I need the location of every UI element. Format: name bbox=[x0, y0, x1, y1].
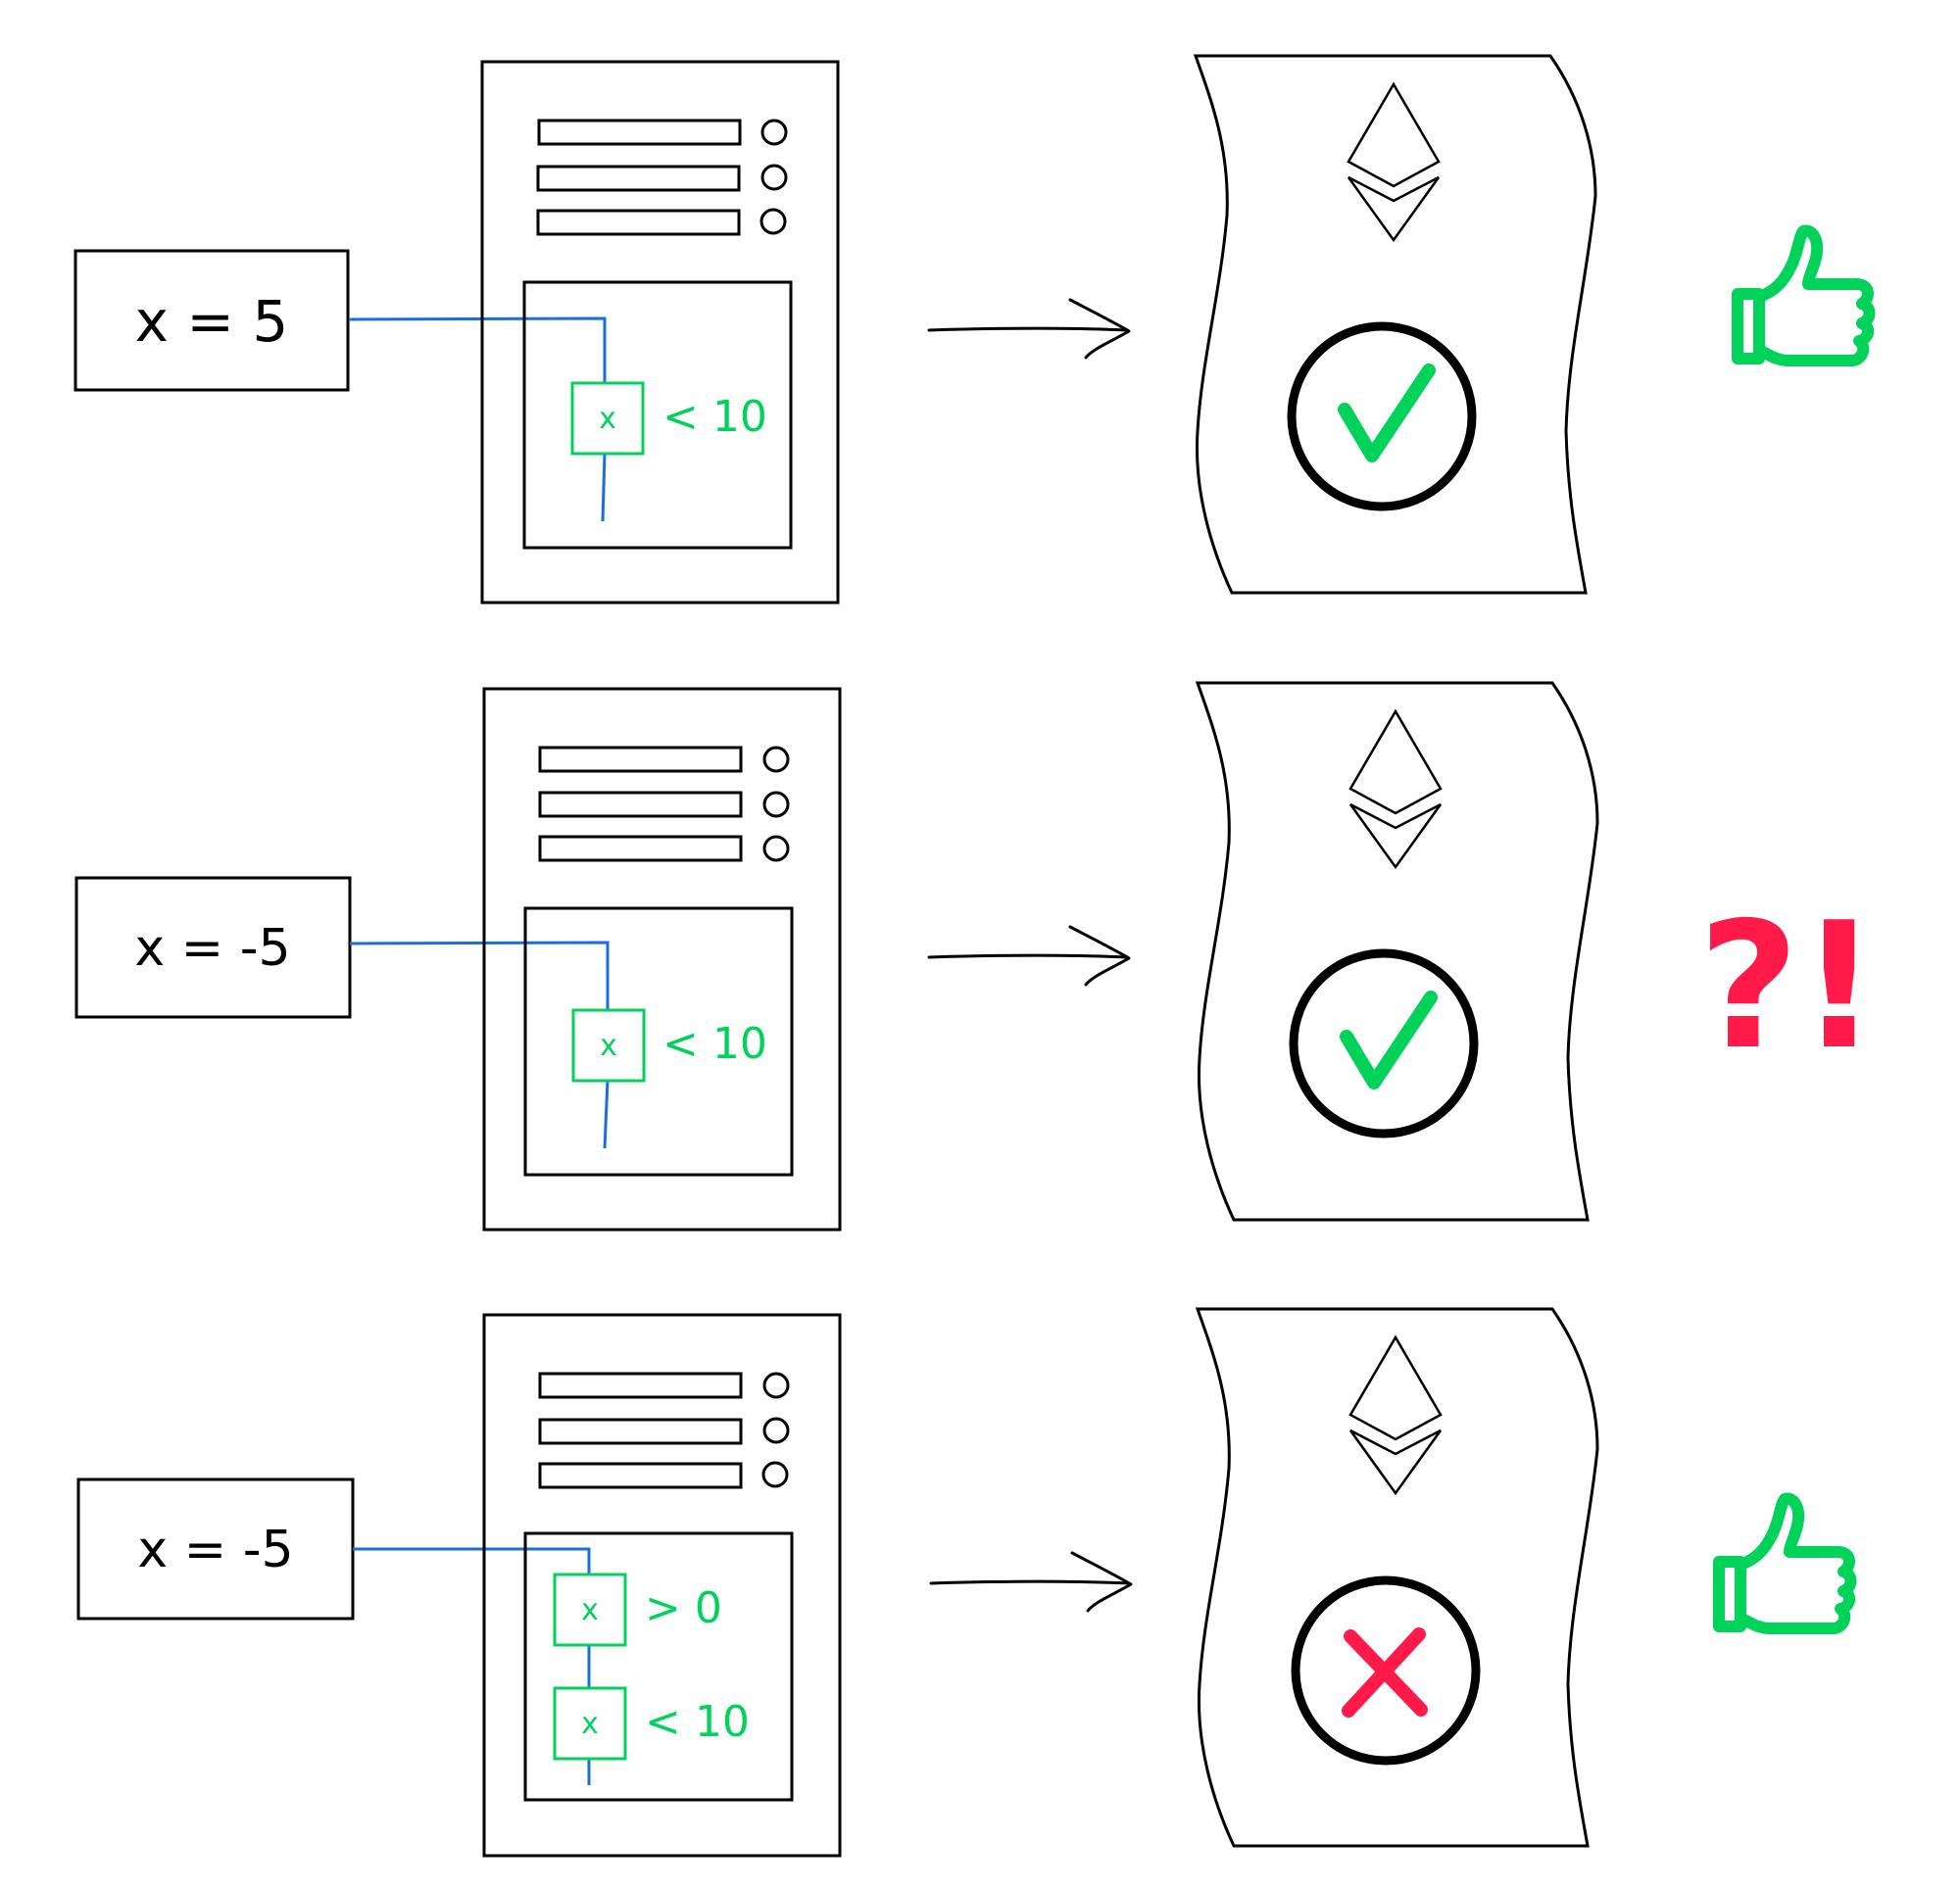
data-wire bbox=[353, 1547, 591, 1785]
condition-check: x > 0 bbox=[553, 1573, 722, 1647]
condition-check: x < 10 bbox=[571, 1008, 767, 1083]
input-label: x = -5 bbox=[134, 919, 290, 978]
check-variable: x bbox=[581, 1593, 599, 1627]
drive-bay bbox=[538, 1418, 743, 1445]
data-wire bbox=[348, 316, 607, 522]
status-light bbox=[762, 1417, 790, 1444]
status-light bbox=[760, 208, 787, 235]
condition-check: x < 10 bbox=[570, 381, 767, 456]
ethereum-logo-icon bbox=[1348, 1334, 1443, 1496]
drive-bay bbox=[538, 835, 743, 862]
drive-bay bbox=[538, 1372, 743, 1399]
cross-mark-icon bbox=[1291, 1575, 1481, 1766]
check-variable: x bbox=[599, 402, 616, 436]
input-box: x = 5 bbox=[74, 249, 350, 392]
input-label: x = 5 bbox=[135, 288, 289, 355]
check-mark-icon bbox=[1287, 321, 1477, 511]
thumbs-up-icon bbox=[1732, 224, 1876, 366]
code-panel bbox=[523, 1531, 794, 1802]
verdict-text: ?! bbox=[1698, 885, 1879, 1088]
check-mark-icon bbox=[1289, 948, 1479, 1138]
drive-bay bbox=[536, 165, 741, 192]
arrow-right-icon bbox=[927, 298, 1131, 360]
ethereum-logo-icon bbox=[1348, 708, 1443, 870]
input-box: x = -5 bbox=[74, 876, 352, 1019]
blockchain-document bbox=[1193, 54, 1597, 595]
code-panel bbox=[523, 906, 794, 1177]
blockchain-document bbox=[1195, 681, 1599, 1222]
input-label: x = -5 bbox=[137, 1521, 293, 1579]
check-condition: < 10 bbox=[662, 1019, 767, 1069]
condition-check: x < 10 bbox=[553, 1686, 750, 1761]
data-wire bbox=[349, 941, 610, 1149]
status-light bbox=[762, 835, 790, 862]
drive-bay bbox=[538, 791, 743, 818]
arrow-right-icon bbox=[929, 1551, 1133, 1613]
server-tower bbox=[482, 687, 842, 1232]
drive-bay bbox=[536, 209, 741, 236]
ethereum-logo-icon bbox=[1347, 81, 1441, 243]
check-condition: > 0 bbox=[645, 1583, 722, 1633]
thumbs-up-icon bbox=[1713, 1492, 1857, 1634]
drive-bay bbox=[537, 119, 742, 146]
input-box: x = -5 bbox=[76, 1477, 355, 1621]
status-light bbox=[760, 119, 788, 146]
status-light bbox=[761, 1461, 789, 1488]
check-condition: < 10 bbox=[645, 1697, 750, 1747]
row-3: x = -5 x > 0 x < 10 bbox=[76, 1307, 1857, 1858]
drive-bay bbox=[538, 746, 743, 773]
check-variable: x bbox=[581, 1707, 599, 1741]
status-light bbox=[760, 164, 788, 191]
status-light bbox=[762, 746, 790, 773]
arrow-right-icon bbox=[927, 925, 1131, 987]
code-panel bbox=[522, 280, 793, 550]
check-condition: < 10 bbox=[662, 392, 767, 442]
check-variable: x bbox=[600, 1029, 617, 1063]
blockchain-document bbox=[1195, 1307, 1599, 1848]
server-tower bbox=[480, 60, 840, 605]
status-light bbox=[762, 1372, 790, 1399]
drive-bay bbox=[538, 1462, 743, 1489]
status-light bbox=[762, 791, 790, 818]
server-tower bbox=[482, 1313, 842, 1858]
row-2: x = -5 x < 10 bbox=[74, 681, 1879, 1232]
surprise-icon: ?! bbox=[1698, 885, 1879, 1088]
row-1: x = 5 x < 10 bbox=[74, 54, 1876, 605]
